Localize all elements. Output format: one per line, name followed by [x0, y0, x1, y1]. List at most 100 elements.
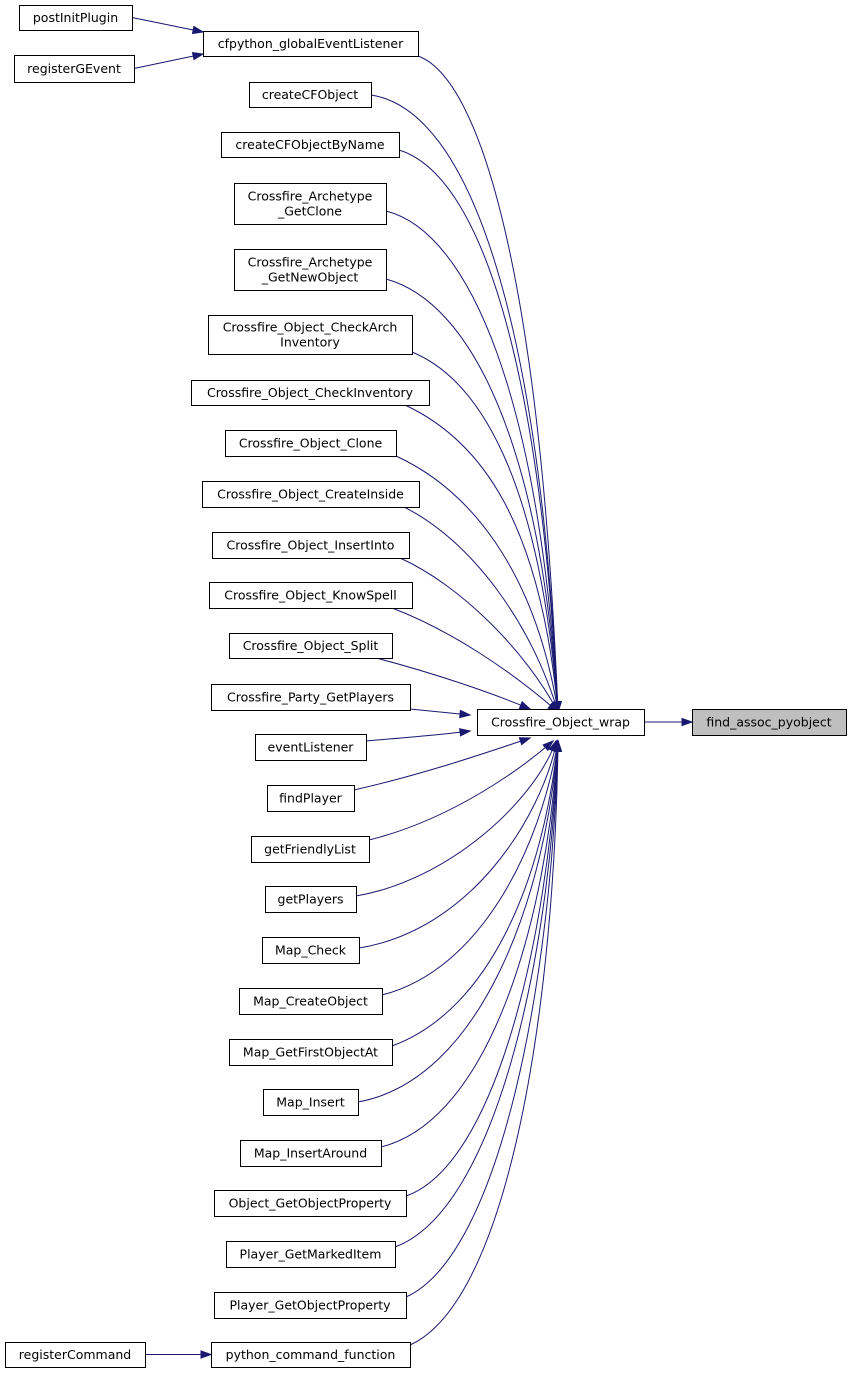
edge-register-gevent-to-cfpython-global-event-listener — [133, 53, 204, 69]
node-crossfire-object-create-inside[interactable]: Crossfire_Object_CreateInside — [202, 481, 420, 508]
node-label: createCFObjectByName — [235, 137, 384, 152]
node-find-player[interactable]: findPlayer — [267, 785, 355, 812]
node-label: Map_InsertAround — [254, 1146, 367, 1161]
node-box — [249, 82, 372, 108]
node-crossfire-party-get-players[interactable]: Crossfire_Party_GetPlayers — [211, 684, 411, 711]
node-crossfire-archetype-get-clone[interactable]: Crossfire_Archetype_GetClone — [234, 183, 387, 225]
node-label: find_assoc_pyobject — [706, 715, 831, 730]
node-event-listener[interactable]: eventListener — [255, 734, 367, 761]
node-label: Crossfire_Object_CreateInside — [217, 487, 404, 502]
node-crossfire-object-insert-into[interactable]: Crossfire_Object_InsertInto — [212, 532, 410, 559]
edge-map-insert-around-to-crossfire-object-wrap — [380, 740, 559, 1148]
edge-map-get-first-object-at-to-crossfire-object-wrap — [391, 740, 559, 1047]
node-label: Player_GetObjectProperty — [229, 1298, 391, 1313]
node-register-gevent[interactable]: registerGEvent — [14, 55, 135, 83]
node-layer: postInitPlugin registerGEvent cfpython_glo… — [5, 5, 847, 1368]
edge-get-friendly-list-to-crossfire-object-wrap-arrowhead — [542, 740, 555, 752]
edge-create-cfobject-to-crossfire-object-wrap — [370, 94, 559, 713]
edge-crossfire-object-check-arch-inventory-to-crossfire-object-wrap — [411, 351, 559, 713]
node-label: cfpython_globalEventListener — [218, 36, 404, 51]
edge-crossfire-party-get-players-to-crossfire-object-wrap-arrowhead — [459, 709, 472, 719]
node-box — [5, 1342, 146, 1368]
node-box — [262, 937, 360, 964]
node-box — [202, 481, 420, 508]
edge-crossfire-object-check-inventory-to-crossfire-object-wrap — [404, 404, 559, 713]
node-crossfire-object-know-spell[interactable]: Crossfire_Object_KnowSpell — [209, 582, 413, 609]
node-label: Map_Insert — [276, 1095, 345, 1110]
node-label: Object_GetObjectProperty — [229, 1196, 392, 1211]
node-label: findPlayer — [279, 791, 342, 806]
node-label: Map_GetFirstObjectAt — [243, 1045, 378, 1060]
node-label: Crossfire_Party_GetPlayers — [227, 690, 394, 705]
node-create-cfobject-by-name[interactable]: createCFObjectByName — [221, 132, 400, 158]
edge-register-gevent-to-cfpython-global-event-listener-arrowhead — [191, 51, 205, 61]
node-map-get-first-object-at[interactable]: Map_GetFirstObjectAt — [229, 1039, 393, 1066]
node-crossfire-object-wrap[interactable]: Crossfire_Object_wrap — [477, 709, 645, 736]
node-register-command[interactable]: registerCommand — [5, 1342, 146, 1368]
edge-get-players-to-crossfire-object-wrap — [355, 740, 557, 897]
node-box — [226, 1241, 396, 1268]
node-box — [477, 709, 645, 736]
node-label: createCFObject — [262, 87, 358, 102]
node-player-get-marked-item[interactable]: Player_GetMarkedItem — [226, 1241, 396, 1268]
node-box — [221, 132, 400, 158]
node-box — [208, 315, 413, 355]
node-box — [229, 633, 393, 659]
node-get-players[interactable]: getPlayers — [265, 886, 357, 913]
node-label: Crossfire_Object_Split — [243, 638, 379, 653]
node-label: Crossfire_Object_Clone — [239, 436, 383, 451]
node-box — [263, 1089, 359, 1116]
node-get-friendly-list[interactable]: getFriendlyList — [251, 836, 370, 863]
node-python-command-function[interactable]: python_command_function — [211, 1342, 411, 1368]
node-map-create-object[interactable]: Map_CreateObject — [239, 988, 383, 1015]
node-label: Crossfire_Object_KnowSpell — [224, 588, 396, 603]
node-box — [240, 1140, 382, 1167]
edge-crossfire-object-split-to-crossfire-object-wrap-arrowhead — [518, 700, 532, 710]
edge-map-insert-to-crossfire-object-wrap — [357, 740, 559, 1103]
node-label: Crossfire_Object_wrap — [491, 715, 630, 730]
node-crossfire-object-clone[interactable]: Crossfire_Object_Clone — [225, 430, 397, 457]
node-label: python_command_function — [226, 1347, 396, 1362]
node-label: Crossfire_Object_InsertInto — [227, 538, 395, 553]
edge-post-init-plugin-to-cfpython-global-event-listener — [131, 17, 204, 33]
node-box — [225, 430, 397, 457]
node-box — [203, 31, 419, 57]
node-map-check[interactable]: Map_Check — [262, 937, 360, 964]
node-cfpython-global-event-listener[interactable]: cfpython_globalEventListener — [203, 31, 419, 57]
node-map-insert-around[interactable]: Map_InsertAround — [240, 1140, 382, 1167]
node-object-get-object-property[interactable]: Object_GetObjectProperty — [214, 1190, 407, 1217]
edge-post-init-plugin-to-cfpython-global-event-listener-arrowhead — [191, 25, 205, 35]
node-label: Map_Check — [275, 943, 347, 958]
node-create-cfobject[interactable]: createCFObject — [249, 82, 372, 108]
node-label: Inventory — [280, 335, 340, 350]
node-player-get-object-property[interactable]: Player_GetObjectProperty — [214, 1292, 407, 1319]
node-box — [214, 1292, 407, 1319]
node-label: Crossfire_Archetype — [248, 255, 373, 270]
node-map-insert[interactable]: Map_Insert — [263, 1089, 359, 1116]
edge-cfpython-global-event-listener-to-crossfire-object-wrap — [417, 55, 559, 713]
edge-event-listener-to-crossfire-object-wrap — [365, 730, 471, 742]
node-label: eventListener — [268, 740, 355, 755]
node-label: Map_CreateObject — [253, 994, 368, 1009]
edge-map-create-object-to-crossfire-object-wrap — [381, 740, 559, 996]
node-box — [212, 532, 410, 559]
edge-crossfire-object-clone-to-crossfire-object-wrap — [395, 455, 559, 713]
node-crossfire-object-check-inventory[interactable]: Crossfire_Object_CheckInventory — [191, 380, 430, 406]
node-crossfire-archetype-get-new-object[interactable]: Crossfire_Archetype_GetNewObject — [234, 249, 387, 291]
node-label: Crossfire_Object_CheckArch — [223, 320, 398, 335]
node-box — [239, 988, 383, 1015]
edge-python-command-function-to-crossfire-object-wrap-arrowhead — [553, 739, 563, 752]
edge-crossfire-archetype-get-new-object-to-crossfire-object-wrap — [385, 278, 559, 713]
node-box — [234, 249, 387, 291]
node-box — [191, 380, 430, 406]
node-crossfire-object-split[interactable]: Crossfire_Object_Split — [229, 633, 393, 659]
edge-map-check-to-crossfire-object-wrap — [358, 740, 558, 949]
node-box — [251, 836, 370, 863]
edge-crossfire-object-create-inside-to-crossfire-object-wrap — [403, 506, 559, 713]
edge-register-command-to-python-command-function-arrowhead — [200, 1350, 213, 1359]
node-find-assoc-pyobject[interactable]: find_assoc_pyobject — [692, 709, 847, 736]
edge-crossfire-archetype-get-clone-to-crossfire-object-wrap — [385, 210, 559, 713]
node-post-init-plugin[interactable]: postInitPlugin — [19, 5, 133, 31]
edge-get-friendly-list-to-crossfire-object-wrap — [368, 740, 554, 841]
